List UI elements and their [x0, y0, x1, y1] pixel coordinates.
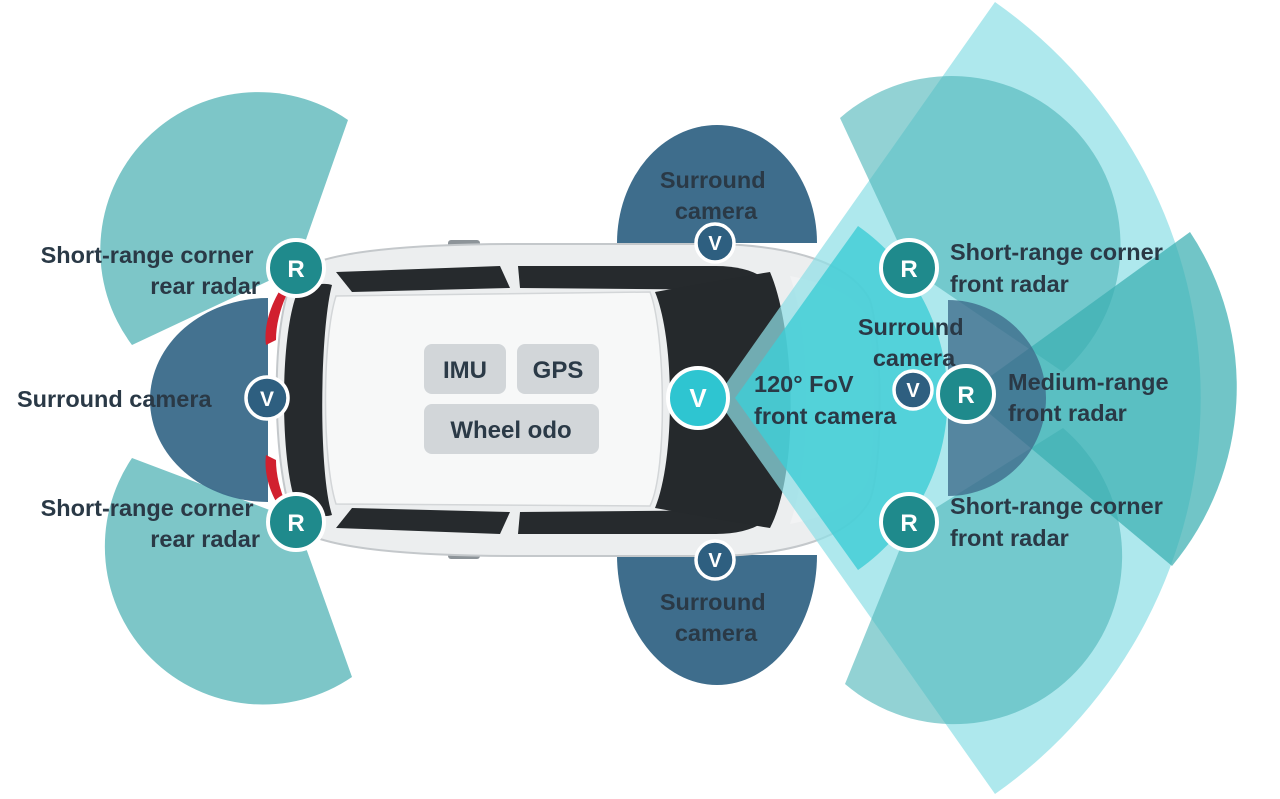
rear-right-radar-badge: [266, 492, 326, 552]
front-surround-camera-zone: [948, 300, 1046, 496]
rear-right-radar-badge-letter: R: [287, 510, 304, 537]
front-camera-zone: [735, 226, 948, 570]
gps-chip: [517, 344, 599, 394]
front-medium-radar-badge: [936, 364, 996, 424]
bottom-camera-badge: [694, 539, 736, 581]
top-camera-zone: [617, 125, 817, 243]
bottom-camera-label: Surround camera: [660, 589, 772, 646]
gps-chip-label: GPS: [533, 357, 584, 384]
wheel-odometry-chip: [424, 404, 599, 454]
bottom-camera-badge-letter: V: [708, 550, 722, 572]
bottom-camera-zone: [617, 555, 817, 685]
rear-right-radar-label: Short-range corner rear radar: [41, 495, 260, 552]
front-surround-camera-badge: [892, 369, 934, 411]
front-medium-radar-badge-letter: R: [957, 382, 974, 409]
front-camera-badge-letter: V: [689, 383, 707, 413]
sensor-labels: Short-range corner rear radar Surround c…: [17, 167, 1175, 646]
rear-camera-badge-letter: V: [260, 388, 274, 411]
front-right-radar-label: Short-range corner front radar: [950, 493, 1169, 551]
onboard-sensors: IMU GPS Wheel odo: [424, 344, 599, 454]
rear-left-radar-badge-letter: R: [287, 256, 304, 283]
front-left-radar-label: Short-range corner front radar: [950, 239, 1169, 297]
rear-left-radar-zone: [100, 92, 348, 345]
rear-camera-badge: [244, 375, 290, 421]
front-left-radar-zone: [840, 75, 1121, 372]
rear-camera-zone: [150, 298, 268, 502]
rear-left-radar-label: Short-range corner rear radar: [41, 242, 260, 299]
front-right-radar-badge-letter: R: [900, 510, 917, 537]
sensor-badges: R R V V V V V R R R: [244, 222, 996, 581]
top-camera-badge-letter: V: [708, 233, 722, 255]
front-left-radar-badge: [879, 238, 939, 298]
front-left-radar-badge-letter: R: [900, 256, 917, 283]
rear-left-radar-badge: [266, 238, 326, 298]
front-camera-label: 120° FoV front camera: [754, 371, 897, 429]
imu-chip-label: IMU: [443, 357, 487, 384]
front-medium-radar-zone: [966, 232, 1237, 566]
front-medium-radar-label: Medium-range front radar: [1008, 369, 1175, 426]
rear-camera-label: Surround camera: [17, 386, 213, 412]
front-surround-camera-label: Surround camera: [858, 314, 970, 371]
front-right-radar-badge: [879, 492, 939, 552]
front-camera-badge: [666, 366, 730, 430]
top-camera-badge: [694, 222, 736, 264]
front-right-radar-zone: [845, 428, 1123, 725]
top-camera-label: Surround camera: [660, 167, 772, 224]
front-surround-camera-badge-letter: V: [906, 380, 920, 402]
wheel-odometry-chip-label: Wheel odo: [450, 417, 571, 444]
imu-chip: [424, 344, 506, 394]
